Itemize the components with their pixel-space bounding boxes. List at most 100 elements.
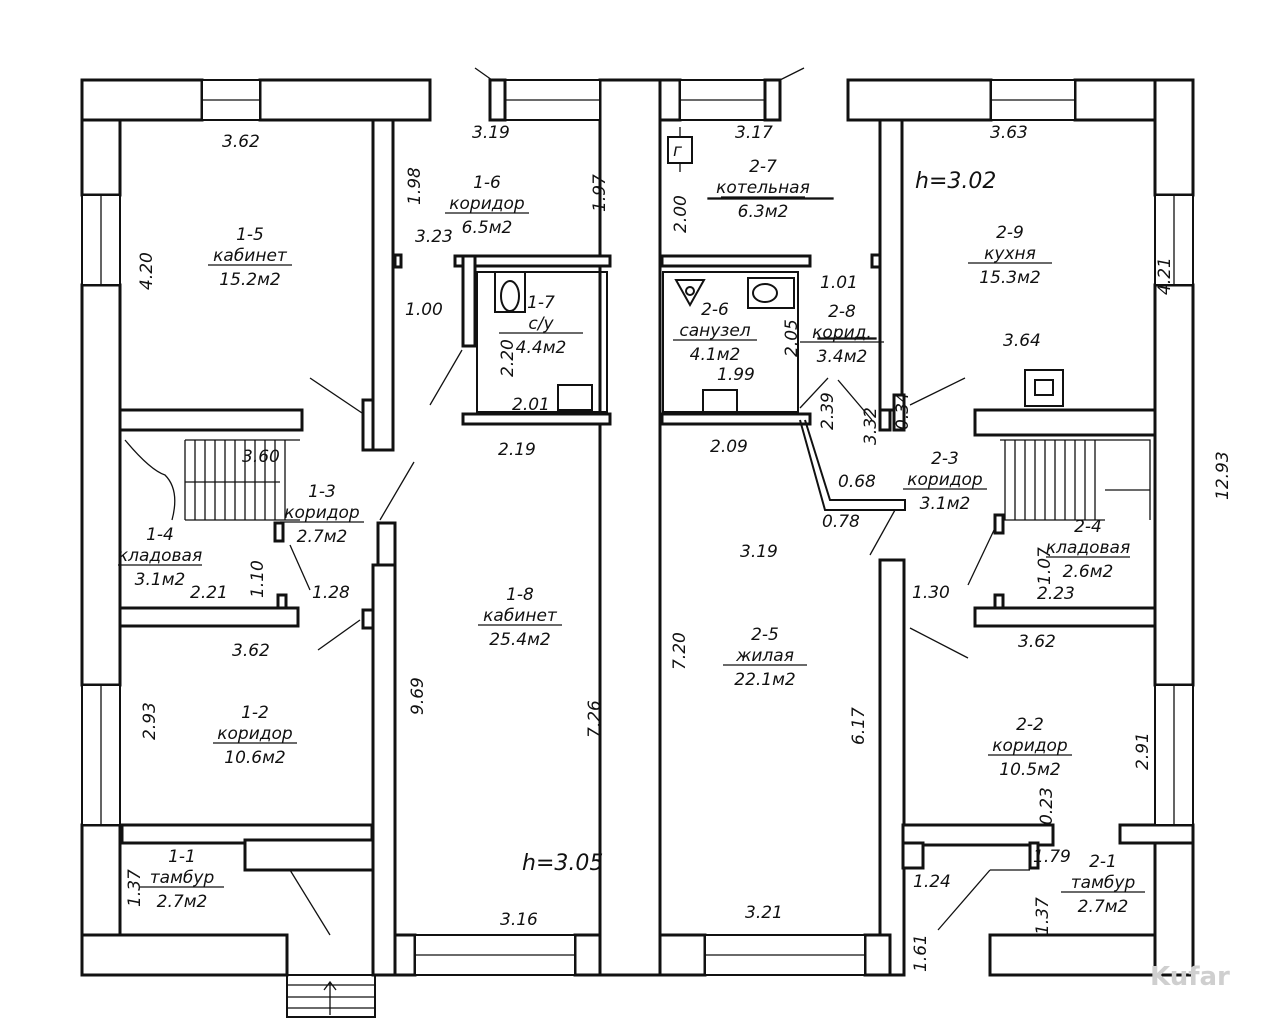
dimension-labels: 3.62 4.20 1.98 3.23 1.00 3.19 1.97 2.20 2.01 2.19… [125,123,1233,972]
room-1-2-name: коридор [217,724,293,744]
room-2-2-name: коридор [992,736,1068,756]
room-2-9-number: 2-9 [996,223,1024,243]
dimension-label: 2.23 [1037,584,1075,604]
dimension-label: 3.62 [232,641,270,661]
room-1-2-number: 1-2 [241,703,269,723]
room-1-5-number: 1-5 [236,225,264,245]
room-2-4-area: 2.6м2 [1063,562,1114,582]
dimension-label: 1.99 [717,365,755,385]
stairs-right [1000,439,1151,521]
dimension-label: 3.21 [745,903,783,923]
room-1-1-area: 2.7м2 [157,892,208,912]
room-1-1-name: тамбур [150,868,215,888]
dimension-label: 1.61 [911,934,931,972]
room-2-3-name: коридор [907,470,983,490]
dimension-label: 7.20 [670,632,690,670]
stairs-left [124,439,300,521]
dimension-label: 1.00 [405,300,443,320]
dimension-label: 2.93 [140,702,160,740]
dimension-label: 3.19 [472,123,510,143]
dimension-label: 3.60 [242,447,280,467]
door-swings [273,253,1040,936]
room-1-4-area: 3.1м2 [135,570,186,590]
room-1-7-name: с/у [528,314,554,334]
dimension-label: 1.28 [312,583,350,603]
dimension-label: 2.19 [498,440,536,460]
dimension-label: 3.62 [222,132,260,152]
room-2-7-name: котельная [716,178,810,198]
room-labels: 1-1тамбур2.7м21-2коридор10.6м21-3коридор… [118,157,1145,917]
bathroom-fixtures: г [476,127,1064,413]
height-labels: h=3.02h=3.05 [522,169,996,876]
dimension-label: 2.91 [1133,732,1153,770]
room-1-3-name: коридор [284,503,360,523]
dimension-label: 2.21 [190,583,228,603]
dimension-label: 2.20 [498,339,518,377]
room-1-6-area: 6.5м2 [462,218,513,238]
room-2-7-area: 6.3м2 [738,202,789,222]
dimension-label: 1.10 [248,560,268,598]
room-1-1-number: 1-1 [168,847,196,867]
room-2-8-number: 2-8 [828,302,856,322]
dimension-label: 3.16 [500,910,538,930]
room-1-6-name: коридор [449,194,525,214]
dimension-label: 4.20 [137,252,157,290]
dimension-label: 2.09 [710,437,748,457]
dimension-label: 2.00 [671,195,691,233]
room-2-1-area: 2.7м2 [1078,897,1129,917]
dimension-label: 3.23 [415,227,453,247]
room-1-2-area: 10.6м2 [224,748,286,768]
room-2-1-name: тамбур [1071,873,1136,893]
dimension-label: 12.93 [1213,451,1233,500]
ceiling-height-label: h=3.02 [915,169,996,194]
room-1-6-number: 1-6 [473,173,501,193]
room-2-2-number: 2-2 [1016,715,1044,735]
dimension-label: 1.30 [912,583,950,603]
room-1-4-name: кладовая [118,546,202,566]
entrance-steps [286,974,376,1018]
dimension-label: 0.23 [1037,787,1057,825]
room-2-5-name: жилая [735,646,794,666]
watermark-text: Kufar [1150,962,1230,992]
dimension-label: 1.07 [1035,547,1055,585]
room-2-3-number: 2-3 [931,449,959,469]
room-2-6-number: 2-6 [701,300,729,320]
room-2-6-area: 4.1м2 [690,345,741,365]
room-2-8-area: 3.4м2 [817,347,868,367]
room-2-5-number: 2-5 [751,625,779,645]
room-2-6-name: санузел [679,321,750,341]
room-2-9-area: 15.3м2 [979,268,1041,288]
room-2-9-name: кухня [984,244,1036,264]
dimension-label: 0.78 [822,512,860,532]
dimension-label: 1.01 [820,273,858,293]
dimension-label: 3.17 [735,123,773,143]
room-2-7-number: 2-7 [749,157,777,177]
dimension-label: 9.69 [408,677,428,715]
room-1-7-area: 4.4м2 [516,338,567,358]
dimension-label: 3.32 [861,407,881,445]
dimension-label: 3.62 [1018,632,1056,652]
dimension-label: 1.79 [1033,847,1071,867]
dimension-label: 2.01 [512,395,550,415]
dimension-label: 1.98 [405,167,425,205]
room-2-5-area: 22.1м2 [734,670,796,690]
walls-left-unit [80,78,662,977]
room-1-3-area: 2.7м2 [297,527,348,547]
room-1-4-number: 1-4 [146,525,174,545]
room-1-7-number: 1-7 [527,293,555,313]
dimension-label: 1.37 [125,869,145,907]
dimension-label: 1.24 [913,872,951,892]
dimension-label: 3.64 [1003,331,1041,351]
boiler-symbol: г [673,141,682,161]
room-1-8-number: 1-8 [506,585,534,605]
room-1-8-name: кабинет [483,606,558,626]
dimension-label: 3.19 [740,542,778,562]
dimension-label: 3.63 [990,123,1028,143]
dimension-label: 0.68 [838,472,876,492]
room-2-4-name: кладовая [1046,538,1130,558]
dimension-label: 2.05 [782,319,802,357]
dimension-label: 6.17 [849,707,869,745]
room-2-3-area: 3.1м2 [920,494,971,514]
dimension-label: 1.97 [590,174,610,212]
dimension-label: 0.34 [893,392,913,430]
